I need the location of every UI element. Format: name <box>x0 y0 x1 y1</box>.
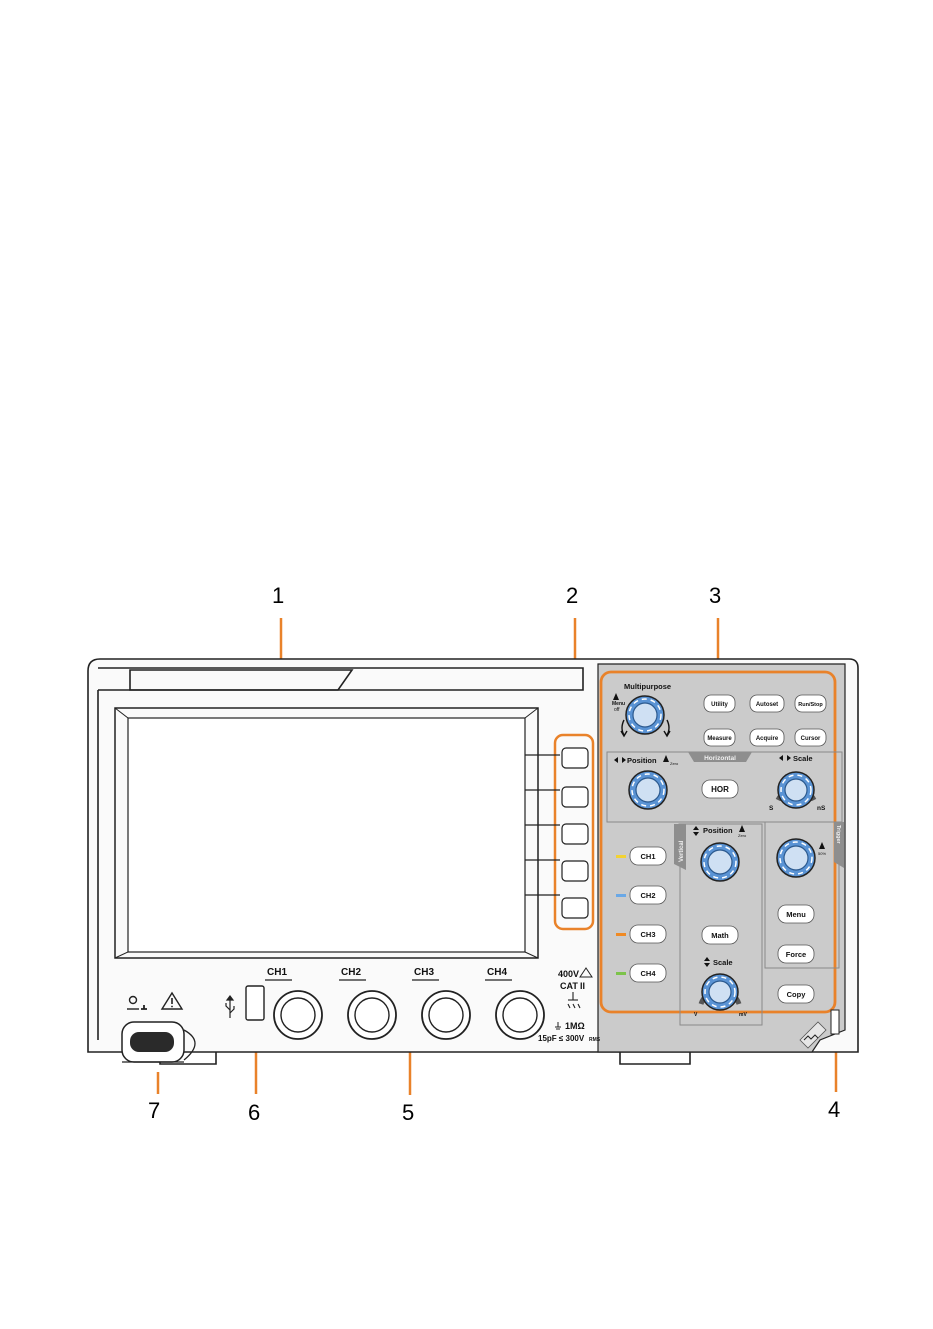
runstop-label: Run/Stop <box>798 702 823 708</box>
v-scale-label: Scale <box>713 958 733 967</box>
input-ch2-label: CH2 <box>341 967 361 978</box>
display-screen <box>115 708 538 958</box>
input-ch1-connector[interactable] <box>274 991 322 1039</box>
capacitance-label: 15pF ≤ 300V <box>538 1034 585 1043</box>
menu-button-5[interactable] <box>562 898 588 918</box>
horizontal-label: Horizontal <box>704 755 736 762</box>
callout-2: 2 <box>566 583 578 608</box>
trigger-label: Trigger <box>835 825 841 845</box>
rating-voltage: 400V <box>558 969 579 979</box>
callout-3: 3 <box>709 583 721 608</box>
utility-label: Utility <box>711 702 728 708</box>
trigger-level-knob[interactable] <box>777 839 815 877</box>
impedance-label: 1MΩ <box>565 1021 585 1031</box>
input-ch1-label: CH1 <box>267 967 287 978</box>
menu-button-2[interactable] <box>562 787 588 807</box>
measure-label: Measure <box>707 736 732 742</box>
hor-label: HOR <box>711 785 729 794</box>
h-scale-knob[interactable] <box>778 772 814 808</box>
trigger-menu-label: Menu <box>786 910 806 919</box>
copy-label: Copy <box>787 990 807 999</box>
rating-category: CAT <box>560 981 578 991</box>
input-ch4-label: CH4 <box>487 967 507 978</box>
acquire-label: Acquire <box>756 736 779 742</box>
h-position-label: Position <box>627 756 657 765</box>
menu-button-4[interactable] <box>562 861 588 881</box>
zero-small-label-h: Zero <box>670 761 679 766</box>
force-label: Force <box>786 950 806 959</box>
math-label: Math <box>711 931 729 940</box>
input-ch4-connector[interactable] <box>496 991 544 1039</box>
scale-ns-label: nS <box>817 805 826 812</box>
vertical-label: Vertical <box>679 840 685 862</box>
callout-4: 4 <box>828 1097 840 1122</box>
rating-category-level: II <box>580 981 585 991</box>
ch1-label: CH1 <box>640 852 655 861</box>
usb-host-port[interactable] <box>246 986 264 1020</box>
menu-button-3[interactable] <box>562 824 588 844</box>
v-scale-knob[interactable] <box>702 974 738 1010</box>
callout-6: 6 <box>248 1100 260 1125</box>
callout-1: 1 <box>272 583 284 608</box>
control-panel: Multipurpose Menu off Utility Autoset Ru… <box>598 664 845 1052</box>
callout-7: 7 <box>148 1098 160 1123</box>
scale-s-label: S <box>769 805 774 812</box>
input-ch3-connector[interactable] <box>422 991 470 1039</box>
off-small-label: off <box>614 707 620 713</box>
fifty-small-label: 50% <box>818 851 826 856</box>
menu-button-1[interactable] <box>562 748 588 768</box>
v-position-knob[interactable] <box>701 843 739 881</box>
ch2-label: CH2 <box>640 891 655 900</box>
multipurpose-knob[interactable] <box>626 696 664 734</box>
v-scale-right-label: mV <box>739 1012 747 1018</box>
zero-small-label-v: Zero <box>738 833 747 838</box>
h-scale-label: Scale <box>793 754 813 763</box>
multipurpose-label: Multipurpose <box>624 682 671 691</box>
ch4-label: CH4 <box>640 969 656 978</box>
autoset-label: Autoset <box>756 702 778 708</box>
input-ch3-label: CH3 <box>414 967 434 978</box>
ch3-label: CH3 <box>640 930 655 939</box>
input-ch2-connector[interactable] <box>348 991 396 1039</box>
v-position-label: Position <box>703 826 733 835</box>
capacitance-unit: RMS <box>589 1037 601 1043</box>
callout-5: 5 <box>402 1100 414 1125</box>
h-position-knob[interactable] <box>629 771 667 809</box>
cursor-label: Cursor <box>801 736 821 742</box>
